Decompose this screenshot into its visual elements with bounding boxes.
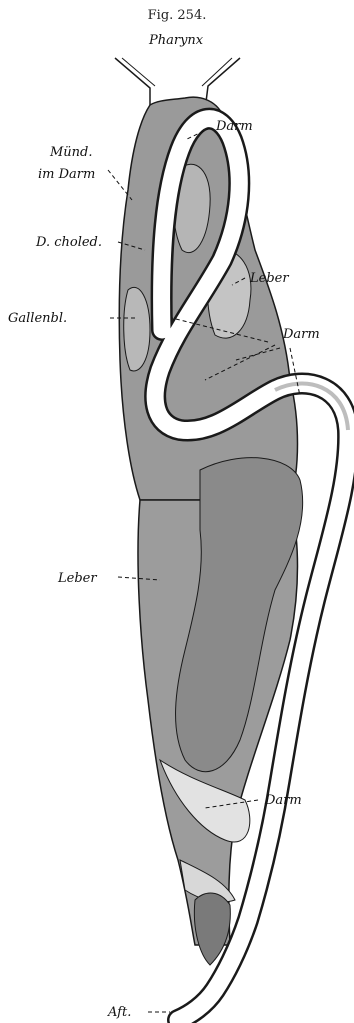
label-leber-left: Leber [57,571,97,586]
label-pharynx: Pharynx [148,33,204,48]
label-gallenbl: Gallenbl. [8,311,67,326]
label-darm-top: Darm [215,119,253,134]
label-darm-mid: Darm [282,327,320,342]
gallbladder-lobe [124,287,150,371]
label-d-choled: D. choled. [35,235,102,250]
label-aft: Aft. [107,1005,131,1020]
label-muend-line1: Münd. [49,145,93,160]
label-leber-right: Leber [249,271,289,286]
label-muend-line2: im Darm [38,167,95,182]
label-darm-bottom: Darm [264,793,302,808]
